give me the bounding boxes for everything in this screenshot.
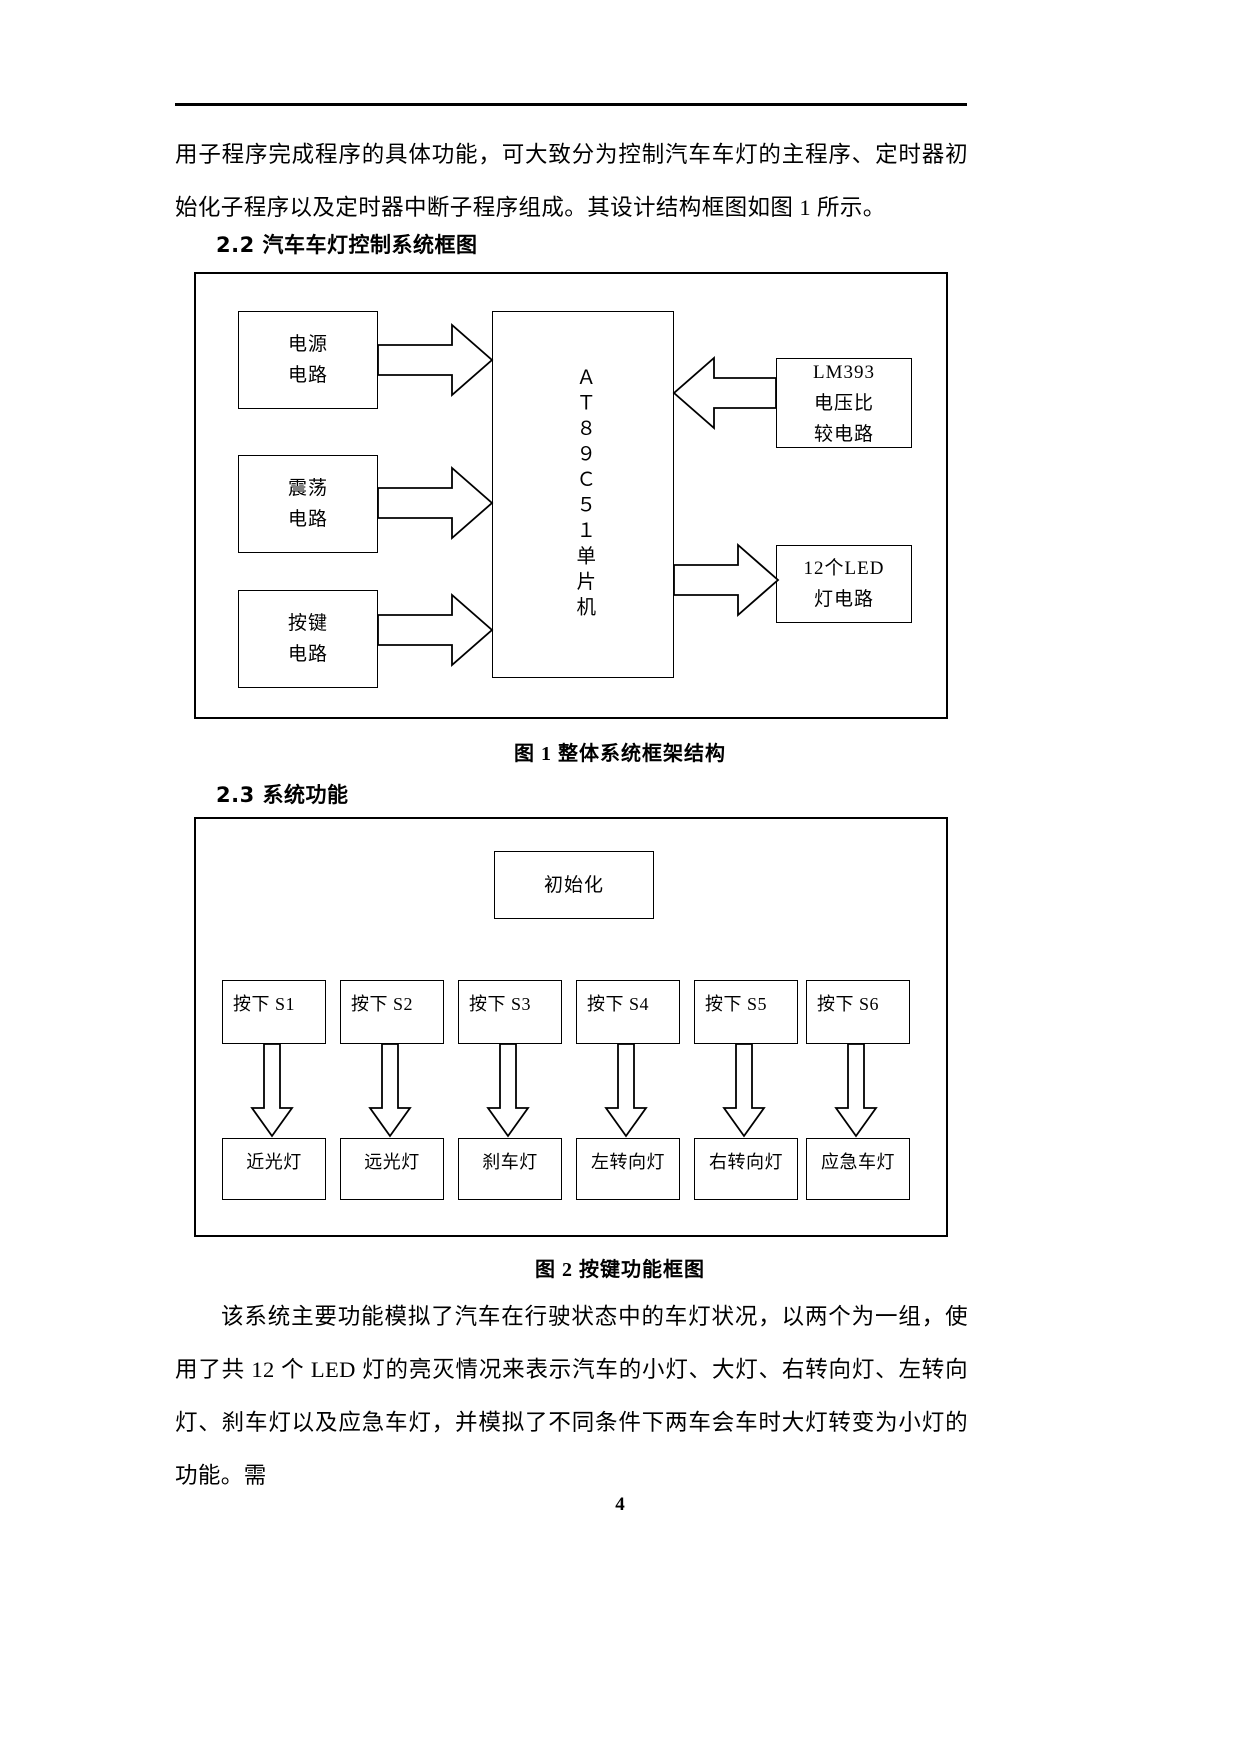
header-rule	[175, 103, 967, 106]
block-led-line1: 12个LED	[803, 558, 885, 579]
block-button-s2: 按下 S2	[340, 980, 444, 1044]
block-button-s4: 按下 S4	[576, 980, 680, 1044]
block-output-left-turn-label: 左转向灯	[591, 1152, 665, 1172]
block-button-s2-label: 按下 S2	[351, 994, 414, 1014]
block-oscillator-circuit-line1: 震荡	[287, 478, 328, 499]
intro-paragraph: 用子程序完成程序的具体功能，可大致分为控制汽车车灯的主程序、定时器初始化子程序以…	[175, 142, 968, 220]
block-button-s5-label: 按下 S5	[705, 994, 768, 1014]
block-lm393-line3: 较电路	[813, 423, 874, 445]
block-output-low-beam: 近光灯	[222, 1138, 326, 1200]
block-output-brake-light-label: 刹车灯	[482, 1152, 538, 1172]
block-button-s4-label: 按下 S4	[587, 994, 650, 1014]
block-lm393-line2: 电压比	[813, 392, 874, 414]
block-output-right-turn: 右转向灯	[694, 1138, 798, 1200]
block-key-circuit: 按键 电路	[238, 590, 378, 688]
block-output-high-beam: 远光灯	[340, 1138, 444, 1200]
block-mcu-label: ＡＴ８９Ｃ５１单片机	[572, 367, 594, 622]
figure-2-caption: 图 2 按键功能框图	[535, 1259, 705, 1281]
block-lm393-line1: LM393	[813, 361, 875, 383]
section-heading-2-3: 2.3 系统功能	[216, 783, 349, 807]
block-power-circuit: 电源 电路	[238, 311, 378, 409]
block-button-s3-label: 按下 S3	[469, 994, 532, 1014]
block-key-circuit-line1: 按键	[287, 613, 328, 634]
page-number: 4	[615, 1494, 625, 1515]
block-button-s5: 按下 S5	[694, 980, 798, 1044]
block-oscillator-circuit-line2: 电路	[287, 509, 328, 530]
block-mcu-at89c51: ＡＴ８９Ｃ５１单片机	[492, 311, 674, 678]
outro-paragraph: 该系统主要功能模拟了汽车在行驶状态中的车灯状况，以两个为一组，使用了共 12 个…	[175, 1290, 968, 1502]
figure-1-caption: 图 1 整体系统框架结构	[514, 743, 726, 765]
block-led-line2: 灯电路	[813, 589, 874, 610]
block-button-s6: 按下 S6	[806, 980, 910, 1044]
block-output-high-beam-label: 远光灯	[364, 1152, 420, 1172]
section-heading-2-2: 2.2 汽车车灯控制系统框图	[216, 233, 478, 257]
block-power-circuit-line2: 电路	[287, 365, 328, 386]
block-button-s1: 按下 S1	[222, 980, 326, 1044]
outro-paragraph-text: 该系统主要功能模拟了汽车在行驶状态中的车灯状况，以两个为一组，使用了共 12 个…	[175, 1304, 968, 1488]
block-output-left-turn: 左转向灯	[576, 1138, 680, 1200]
block-initialization: 初始化	[494, 851, 654, 919]
block-key-circuit-line2: 电路	[287, 644, 328, 665]
block-initialization-label: 初始化	[543, 874, 604, 896]
block-oscillator-circuit: 震荡 电路	[238, 455, 378, 553]
block-power-circuit-line1: 电源	[287, 334, 328, 355]
block-output-hazard-light: 应急车灯	[806, 1138, 910, 1200]
block-button-s1-label: 按下 S1	[233, 994, 296, 1014]
block-led-circuit: 12个LED 灯电路	[776, 545, 912, 623]
block-button-s6-label: 按下 S6	[817, 994, 880, 1014]
block-output-right-turn-label: 右转向灯	[709, 1152, 783, 1172]
block-output-brake-light: 刹车灯	[458, 1138, 562, 1200]
block-output-low-beam-label: 近光灯	[246, 1152, 302, 1172]
block-output-hazard-light-label: 应急车灯	[821, 1152, 895, 1172]
block-lm393-comparator: LM393 电压比 较电路	[776, 358, 912, 448]
block-button-s3: 按下 S3	[458, 980, 562, 1044]
